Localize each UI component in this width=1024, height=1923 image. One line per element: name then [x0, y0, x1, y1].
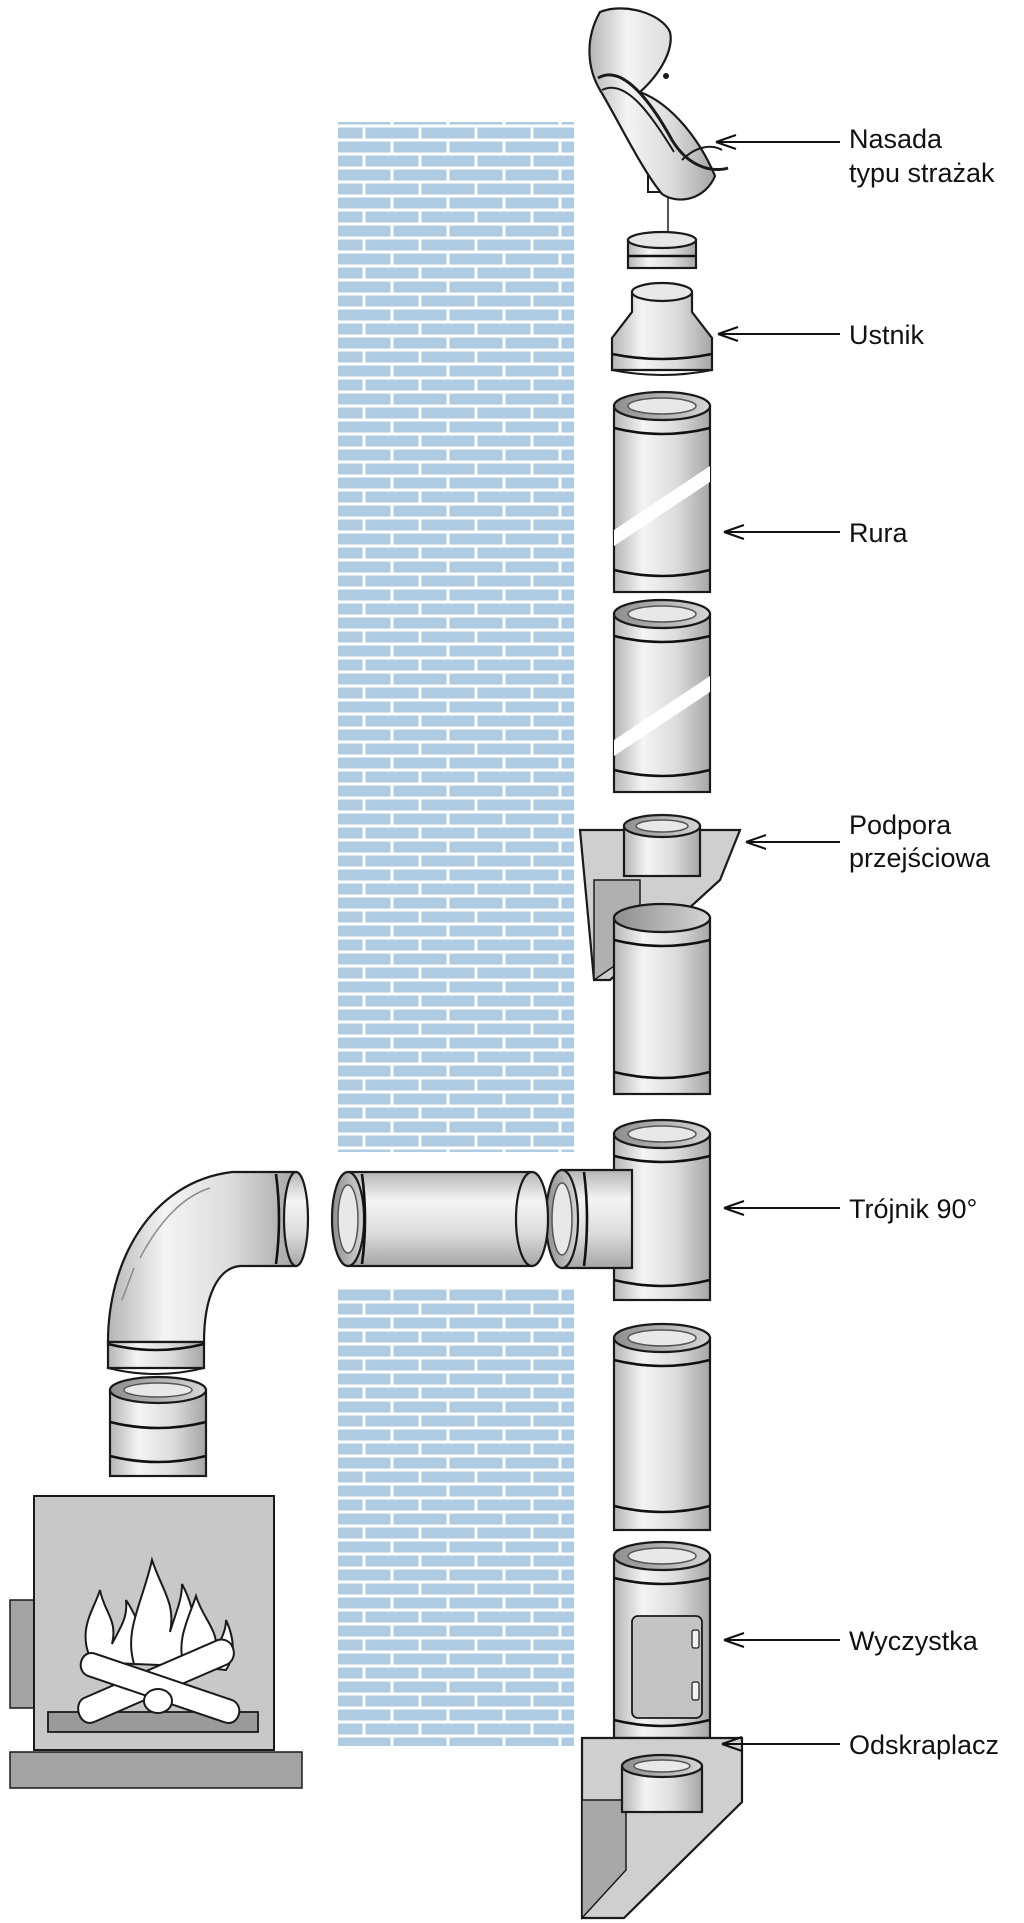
- arrow-support: [746, 835, 840, 849]
- label-cap-line1: Nasada: [849, 124, 943, 154]
- horizontal-connector-pipe: [332, 1172, 548, 1266]
- label-mouthpiece: Ustnik: [849, 320, 925, 350]
- stove-side-panel: [10, 1600, 34, 1708]
- condensate-drain-element: [582, 1738, 742, 1918]
- label-cap-line2: typu strażak: [849, 158, 995, 188]
- label-condensate: Odskraplacz: [849, 1730, 999, 1760]
- arrow-mouthpiece: [718, 327, 840, 341]
- label-tee: Trójnik 90°: [849, 1194, 977, 1224]
- stove-connector-pipe: [110, 1377, 206, 1476]
- pipe-segment-4: [614, 1324, 710, 1530]
- pipe-segment-1: [614, 392, 710, 592]
- label-support-line1: Podpora: [849, 810, 952, 840]
- stove-base: [10, 1752, 302, 1788]
- annotation-arrows: [716, 135, 840, 1751]
- brick-wall: [338, 122, 574, 1746]
- elbow-90-element: [108, 1172, 308, 1374]
- arrow-pipe: [724, 525, 840, 539]
- arrow-cleanout: [724, 1633, 840, 1647]
- rotating-cowl-icon: [589, 8, 728, 240]
- label-pipe: Rura: [849, 518, 909, 548]
- arrow-tee: [724, 1201, 840, 1215]
- cowl-base-ring: [628, 232, 696, 268]
- brick-wall-lower: [338, 1288, 574, 1746]
- stove: [10, 1496, 302, 1788]
- label-support-line2: przejściowa: [849, 843, 991, 873]
- labels: Nasada typu strażak Ustnik Rura Podpora …: [849, 124, 999, 1760]
- arrow-cap: [716, 135, 840, 149]
- label-cleanout: Wyczystka: [849, 1626, 979, 1656]
- cleanout-element: [614, 1542, 710, 1738]
- pipe-segment-2: [614, 600, 710, 792]
- pipe-segment-3: [614, 904, 710, 1094]
- brick-wall-upper: [338, 122, 574, 1152]
- mouthpiece-element: [612, 283, 712, 375]
